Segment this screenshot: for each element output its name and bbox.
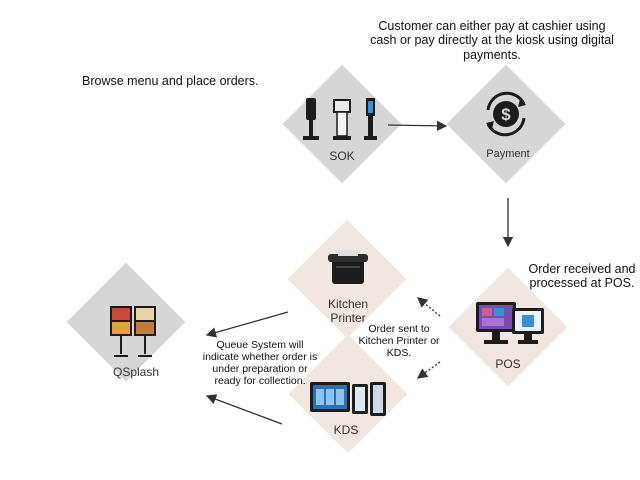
payment-caption: Customer can either pay at cashier using… — [370, 19, 614, 62]
arrow-pos-to-kds — [416, 361, 441, 379]
queue-caption: Queue System will indicate whether order… — [202, 339, 318, 388]
qsplash-label: QSplash — [112, 365, 160, 379]
kitchen-display-icon — [310, 382, 386, 416]
order-received-caption: Order received and processed at POS. — [528, 262, 636, 291]
pos-label: POS — [495, 357, 521, 371]
digital-signage-icon — [110, 306, 156, 357]
svg-text:$: $ — [501, 105, 511, 124]
kds-label: KDS — [333, 423, 359, 437]
pos-terminal-icon — [476, 302, 544, 344]
order-sent-caption: Order sent to Kitchen Printer or KDS. — [358, 323, 440, 360]
arrow-printer-to-qsplash — [205, 311, 289, 338]
kitchen-printer-label: Kitchen Printer — [327, 297, 369, 325]
receipt-printer-icon — [328, 250, 368, 284]
browse-caption: Browse menu and place orders. — [82, 74, 259, 88]
arrow-kds-to-qsplash — [205, 394, 283, 425]
arrow-sok-to-payment — [387, 120, 448, 132]
sok-label: SOK — [329, 149, 355, 163]
payment-label: Payment — [486, 148, 530, 160]
kiosk-icon — [303, 98, 377, 140]
arrow-pos-to-printer — [416, 297, 441, 317]
dollar-cycle-icon: $ — [486, 91, 526, 137]
